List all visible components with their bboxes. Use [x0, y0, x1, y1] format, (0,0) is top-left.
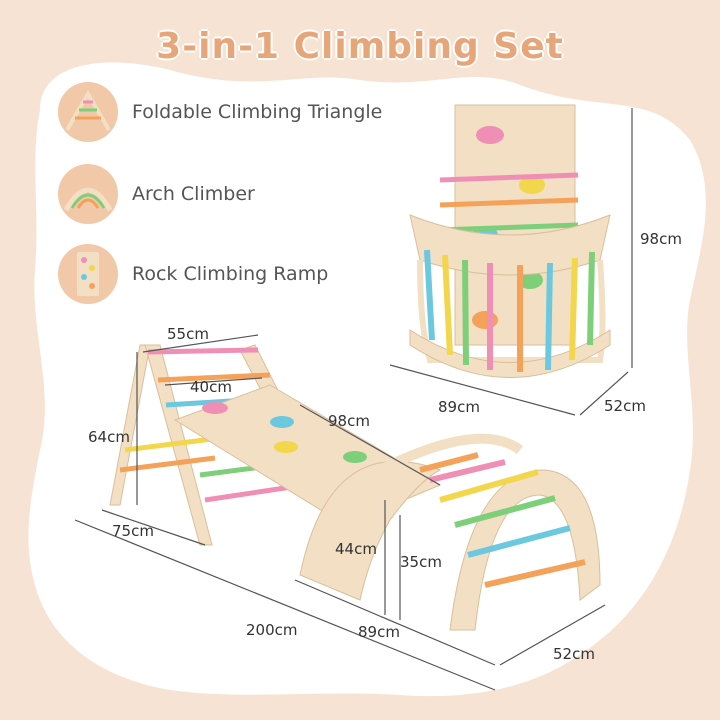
feature-label: Rock Climbing Ramp	[132, 263, 329, 285]
dim-triangle-inner-width: 40cm	[190, 378, 232, 396]
stacked-set	[389, 104, 633, 416]
dim-ramp-length: 98cm	[328, 412, 370, 430]
dim-arch-outer-height: 44cm	[335, 540, 377, 558]
triangle-icon	[58, 82, 118, 142]
dim-stack-height: 98cm	[640, 230, 682, 248]
dim-triangle-height: 64cm	[88, 428, 130, 446]
ramp-icon	[58, 244, 118, 304]
dim-triangle-top-width: 55cm	[167, 325, 209, 343]
dim-triangle-base: 75cm	[112, 522, 154, 540]
feature-label: Arch Climber	[132, 183, 255, 205]
dim-stack-length: 89cm	[438, 398, 480, 416]
feature-item-triangle: Foldable Climbing Triangle	[58, 82, 382, 142]
page-title: 3-in-1 Climbing Set	[156, 26, 564, 67]
assembled-set	[74, 334, 606, 691]
feature-item-arch: Arch Climber	[58, 164, 255, 224]
dim-arch-length: 89cm	[358, 623, 400, 641]
dim-stack-depth: 52cm	[604, 397, 646, 415]
feature-item-ramp: Rock Climbing Ramp	[58, 244, 328, 304]
dim-arch-depth: 52cm	[553, 645, 595, 663]
arch-icon	[58, 164, 118, 224]
dim-total-length: 200cm	[246, 621, 298, 639]
feature-label: Foldable Climbing Triangle	[132, 101, 383, 123]
dim-arch-inner-height: 35cm	[400, 553, 442, 571]
